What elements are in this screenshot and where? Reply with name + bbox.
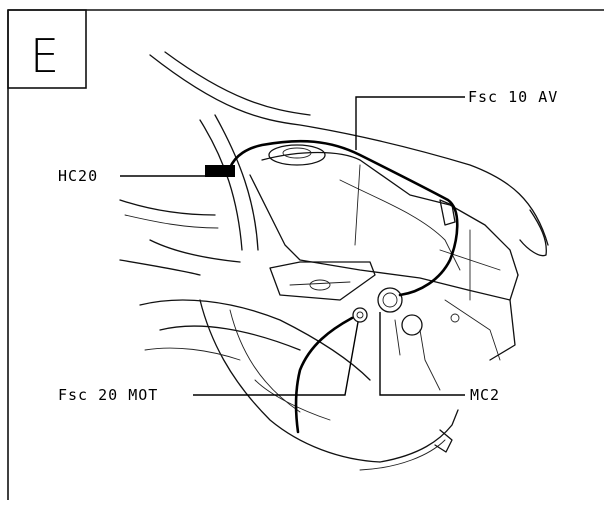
fsc20-connector bbox=[352, 307, 368, 323]
hc20-connector bbox=[205, 165, 235, 177]
panel-letter: E bbox=[30, 29, 59, 83]
leader-lines bbox=[120, 96, 465, 396]
leader-fsc10av bbox=[355, 96, 465, 150]
leader-fsc20mot bbox=[193, 321, 359, 396]
car-body-illustration bbox=[119, 51, 549, 471]
leader-mc2 bbox=[379, 312, 465, 396]
label-fsc-20-mot: Fsc 20 MOT bbox=[58, 386, 158, 404]
wiring-harness bbox=[228, 139, 459, 434]
label-hc20: HC20 bbox=[58, 167, 98, 185]
mc2-connector bbox=[377, 287, 403, 313]
label-mc2: MC2 bbox=[470, 386, 500, 404]
panel-letter-box: E bbox=[7, 9, 87, 89]
label-fsc-10-av: Fsc 10 AV bbox=[468, 88, 558, 106]
panel-frame bbox=[7, 9, 604, 500]
